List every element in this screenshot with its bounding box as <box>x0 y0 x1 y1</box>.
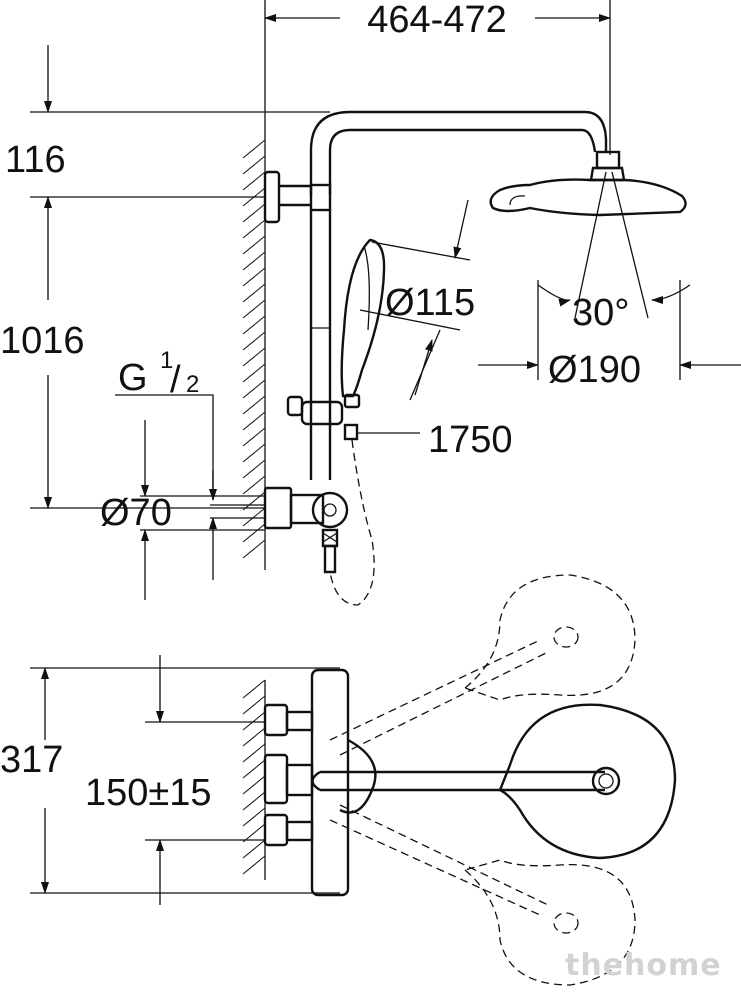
wall-hatch-line <box>242 743 266 763</box>
dim-angle-30: 30° <box>572 292 629 334</box>
dim-thread-g: G <box>118 357 148 399</box>
wall-hatch-line <box>242 775 266 795</box>
dim-depth-317: 317 <box>0 739 63 781</box>
wall-hatch-line <box>242 711 266 731</box>
dim-diameter-190: Ø190 <box>548 349 641 391</box>
wall-hatch-line <box>242 203 266 223</box>
dim-diameter-115: Ø115 <box>385 282 475 324</box>
shower-column <box>210 110 608 574</box>
wall-hatch-line <box>242 807 266 827</box>
dimension-lines-top <box>30 0 611 600</box>
wall-hatch-line <box>242 363 266 383</box>
wall-hatch-line <box>242 679 266 699</box>
wall-hatch-line <box>242 839 266 859</box>
wall-hatch-line <box>242 855 266 875</box>
wall-hatch-line <box>242 283 266 303</box>
dim-hose-1750: 1750 <box>428 419 513 461</box>
dim-spacing-150: 150±15 <box>85 772 212 814</box>
wall-hatch-line <box>242 791 266 811</box>
dim-width-span: 464-472 <box>367 0 506 41</box>
wall-hatch-line <box>242 395 266 415</box>
wall-hatch-line <box>242 155 266 175</box>
wall-hatch-line <box>242 823 266 843</box>
dim-thread-numerator: 1 <box>160 347 173 374</box>
plan-view <box>30 574 677 986</box>
hand-shower <box>329 199 471 606</box>
dim-height-116: 116 <box>5 139 66 181</box>
dim-height-1016: 1016 <box>0 320 85 362</box>
wall-hatch-line <box>242 523 266 543</box>
dim-thread-slash: / <box>170 359 181 401</box>
wall-hatch-line <box>242 411 266 431</box>
wall-hatch-line <box>242 251 266 271</box>
wall-hatch-line <box>242 267 266 287</box>
wall-hatch-line <box>242 139 266 159</box>
wall-hatch-line <box>242 459 266 479</box>
wall-hatch-line <box>242 539 266 559</box>
wall-hatch-line <box>242 491 266 511</box>
head-shower <box>478 150 741 380</box>
wall-hatch-line <box>242 727 266 747</box>
wall-hatch-line <box>242 235 266 255</box>
wall-hatch-line <box>242 759 266 779</box>
wall-hatch-line <box>242 443 266 463</box>
wall-hatch-line <box>242 315 266 335</box>
wall-hatch-line <box>242 331 266 351</box>
wall-hatch-line <box>242 171 266 191</box>
wall-hatch-line <box>242 379 266 399</box>
wall-hatch-line <box>242 475 266 495</box>
dim-diameter-70: Ø70 <box>100 492 172 534</box>
wall-hatch-line <box>242 695 266 715</box>
watermark: thehome <box>565 948 722 983</box>
wall-hatch-line <box>242 299 266 319</box>
wall-hatch-line <box>242 347 266 367</box>
wall-hatch-line <box>242 507 266 527</box>
dim-thread-denominator: 2 <box>186 371 199 398</box>
wall-hatch-line <box>242 427 266 447</box>
wall-hatch-line <box>242 219 266 239</box>
